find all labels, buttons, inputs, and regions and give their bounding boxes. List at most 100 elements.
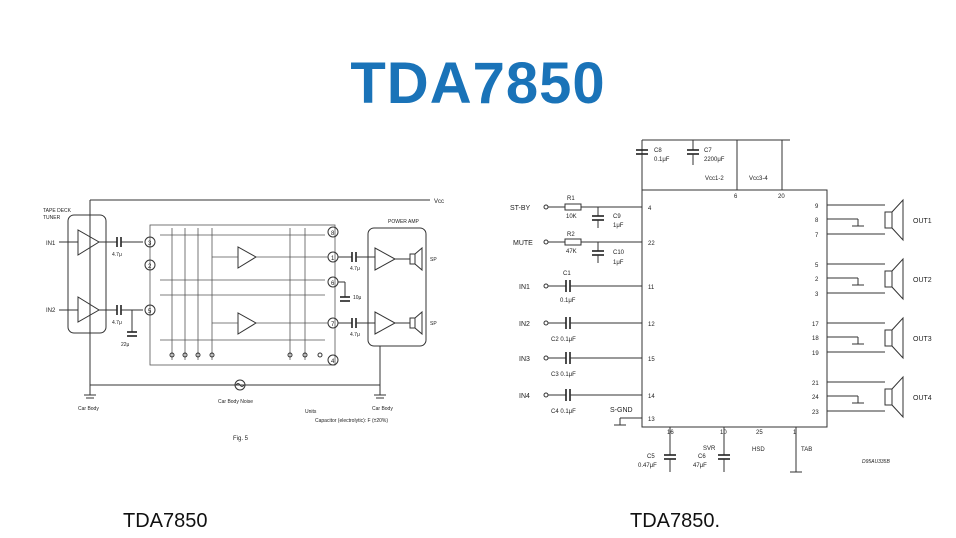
in1-label: IN1: [519, 284, 530, 291]
left-sp2-label: SP: [430, 321, 437, 327]
c1-label: C1: [563, 271, 571, 277]
c9-value: 1μF: [613, 223, 624, 229]
pin-18: 18: [812, 336, 819, 342]
pin-15: 15: [648, 357, 655, 363]
c8-label: C8: [654, 148, 662, 154]
pin-24: 24: [812, 395, 819, 401]
speaker-icon-out3: [884, 329, 893, 347]
node-3: [144, 236, 156, 248]
power-amp-box: [367, 227, 427, 347]
fig-label: Fig. 5: [233, 436, 249, 442]
left-cap6-label: 10μ: [353, 295, 362, 301]
left-application-diagram: Vcc TAPE DECK TUNER IN1 IN2 4.7μ 4.7μ 22…: [43, 199, 444, 442]
power-amp-1: [374, 247, 397, 271]
inner-amp-2: [237, 312, 257, 335]
node-6-label: 6: [331, 281, 335, 287]
power-amp-label: POWER AMP: [388, 219, 420, 225]
pin-17: 17: [812, 322, 819, 328]
node-2-label: 2: [148, 264, 152, 270]
capacitor-note: Capacitor (electrolytic): F (±20%): [315, 418, 388, 424]
node-1-label: 1: [331, 256, 335, 262]
c10-label: C10: [613, 250, 625, 256]
c9-label: C9: [613, 214, 621, 220]
c3-label: C3 0.1μF: [551, 372, 576, 378]
pin-5: 5: [815, 263, 819, 269]
hsd-label: HSD: [752, 447, 765, 453]
speaker-icon-out2: [884, 270, 893, 288]
source-label-1: TAPE DECK: [43, 208, 72, 214]
c8-value: 0.1μF: [654, 157, 670, 163]
pin-22: 22: [648, 241, 655, 247]
node-7-label: 7: [331, 322, 335, 328]
pin-19: 19: [812, 351, 819, 357]
mute-label: MUTE: [513, 240, 533, 247]
out1-label: OUT1: [913, 218, 932, 225]
in3-label: IN3: [519, 356, 530, 363]
vcc-label: Vcc: [434, 199, 444, 205]
node-4: [327, 354, 339, 366]
r1-value: 10K: [566, 214, 577, 220]
vcc12-label: Vcc1-2: [705, 176, 724, 182]
pin-6: 6: [734, 194, 738, 200]
s-gnd-label: S-GND: [610, 407, 633, 414]
pin-4: 4: [648, 206, 652, 212]
node-3-label: 3: [148, 241, 152, 247]
pin-7: 7: [815, 233, 819, 239]
out3-label: OUT3: [913, 336, 932, 343]
node-4-label: 4: [331, 359, 335, 365]
page-title: TDA7850: [350, 51, 606, 116]
pin-20: 20: [778, 194, 785, 200]
c1-value: 0.1μF: [560, 298, 576, 304]
c7-value: 2200μF: [704, 157, 725, 163]
ic-body: [641, 189, 828, 428]
source-box: [67, 214, 107, 334]
r1-label: R1: [567, 196, 575, 202]
out2-label: OUT2: [913, 277, 932, 284]
left-in1-label: IN1: [46, 241, 56, 247]
left-cap4-label: 4.7μ: [350, 266, 360, 272]
pin-3: 3: [815, 292, 819, 298]
caption-right: TDA7850.: [630, 510, 721, 532]
pin-2: 2: [815, 277, 819, 283]
output-group-3: 17 18 19 OUT3: [812, 316, 932, 360]
tab-label: TAB: [801, 447, 812, 453]
caption-left: TDA7850: [123, 510, 208, 532]
left-in2-label: IN2: [46, 308, 56, 314]
output-group-4: 21 24 23 OUT4: [812, 375, 932, 419]
node-2: [144, 259, 156, 271]
c6-label: C6: [698, 454, 706, 460]
c10-value: 1μF: [613, 260, 624, 266]
source-amp-1: [77, 229, 100, 256]
pin-23: 23: [812, 410, 819, 416]
speaker-icon-out1: [884, 211, 893, 229]
r2-resistor: [564, 238, 582, 246]
left-cap5-label: 4.7μ: [350, 332, 360, 338]
speaker-icon-out4: [884, 388, 893, 406]
pin-14: 14: [648, 394, 655, 400]
left-sp1-label: SP: [430, 257, 437, 263]
out4-label: OUT4: [913, 395, 932, 402]
left-cap3-label: 22μ: [121, 342, 130, 348]
pin-16: 16: [667, 430, 674, 436]
car-body-left-label: Car Body: [78, 406, 99, 412]
pin-25: 25: [756, 430, 763, 436]
vcc34-label: Vcc3-4: [749, 176, 768, 182]
c5-value: 0.47μF: [638, 463, 657, 469]
car-body-right-label: Car Body: [372, 406, 393, 412]
c5-label: C5: [647, 454, 655, 460]
units-label: Units: [305, 409, 317, 415]
node-8: [327, 226, 339, 238]
node-5: [144, 304, 156, 316]
left-cap1-label: 4.7μ: [112, 252, 122, 258]
r2-value: 47K: [566, 249, 577, 255]
pin-13: 13: [648, 417, 655, 423]
pin-9: 9: [815, 204, 819, 210]
c7-label: C7: [704, 148, 712, 154]
left-cap2-label: 4.7μ: [112, 320, 122, 326]
node-5-label: 5: [148, 309, 152, 315]
power-amp-2: [374, 311, 397, 335]
source-amp-2: [77, 296, 100, 323]
r1-resistor: [564, 203, 582, 211]
drawing-code: D95AU335B: [862, 459, 890, 465]
right-pinout-diagram: C8 0.1μF C7 2200μF Vcc1-2 Vcc3-4 6 20 ST…: [510, 139, 932, 473]
